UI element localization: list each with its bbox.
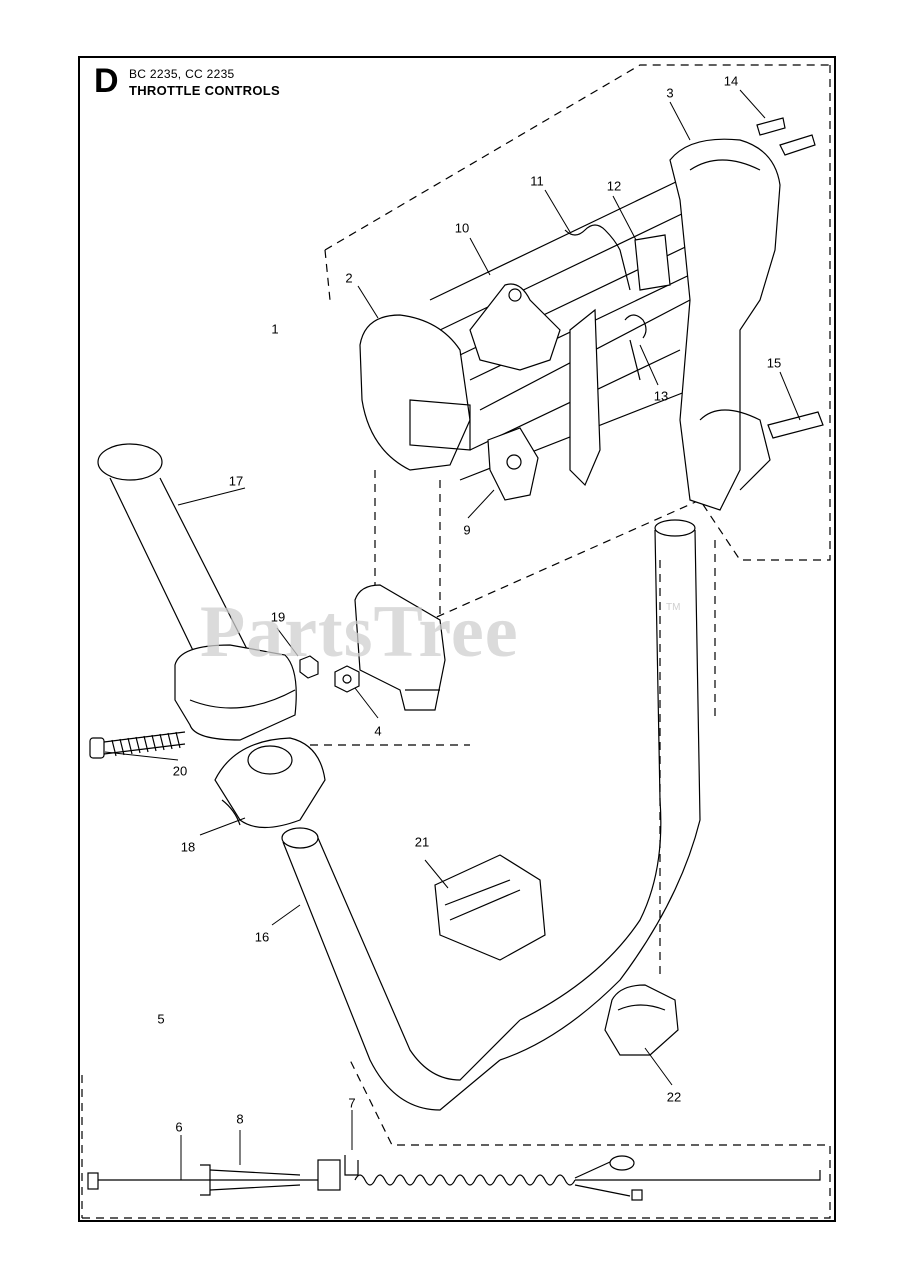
callout-leader-lines (104, 89, 801, 1180)
callout-20: 20 (172, 763, 188, 779)
callout-10: 10 (454, 220, 470, 236)
spring-part-13 (624, 314, 647, 381)
screw-part-20 (89, 731, 186, 759)
throttle-lever (569, 308, 601, 487)
diagram-subtitle: THROTTLE CONTROLS (129, 83, 280, 98)
nut-part-4 (334, 665, 360, 693)
callout-2: 2 (345, 270, 353, 286)
clip-part-21 (434, 854, 546, 961)
part-12 (634, 234, 671, 291)
callout-5: 5 (157, 1011, 165, 1027)
cover-part-3 (669, 138, 781, 511)
wiring-harness (87, 1155, 821, 1201)
watermark-text: PartsTree (200, 591, 519, 673)
callout-4: 4 (374, 723, 382, 739)
callout-3: 3 (666, 85, 674, 101)
screw-part-14 (756, 117, 816, 156)
callout-12: 12 (606, 178, 622, 194)
assembly-dashed-outline (81, 64, 831, 1219)
screw-part-15 (767, 411, 824, 439)
clip-part-22 (604, 984, 679, 1056)
callout-13: 13 (653, 388, 669, 404)
housing-part-2 (354, 314, 471, 711)
trigger-part-10 (469, 283, 561, 371)
callout-9: 9 (463, 522, 471, 538)
section-letter: D (94, 62, 119, 100)
watermark-tm: TM (666, 602, 681, 613)
handle-part-17 (97, 443, 297, 741)
callout-14: 14 (723, 73, 739, 89)
callout-19: 19 (270, 609, 286, 625)
diagram-frame (78, 56, 836, 1222)
callout-18: 18 (180, 839, 196, 855)
nut-part-19 (299, 655, 319, 679)
switch-part-9 (487, 427, 539, 501)
callout-15: 15 (766, 355, 782, 371)
callout-16: 16 (254, 929, 270, 945)
callout-21: 21 (414, 834, 430, 850)
callout-1: 1 (271, 321, 279, 337)
tube-part-16 (281, 519, 701, 1111)
callout-17: 17 (228, 473, 244, 489)
callout-8: 8 (236, 1111, 244, 1127)
callout-22: 22 (666, 1089, 682, 1105)
spring-part-11 (564, 224, 631, 291)
callout-6: 6 (175, 1119, 183, 1135)
model-numbers: BC 2235, CC 2235 (129, 67, 235, 81)
clamp-part-18 (214, 737, 326, 829)
callout-7: 7 (348, 1095, 356, 1111)
callout-11: 11 (530, 173, 544, 189)
